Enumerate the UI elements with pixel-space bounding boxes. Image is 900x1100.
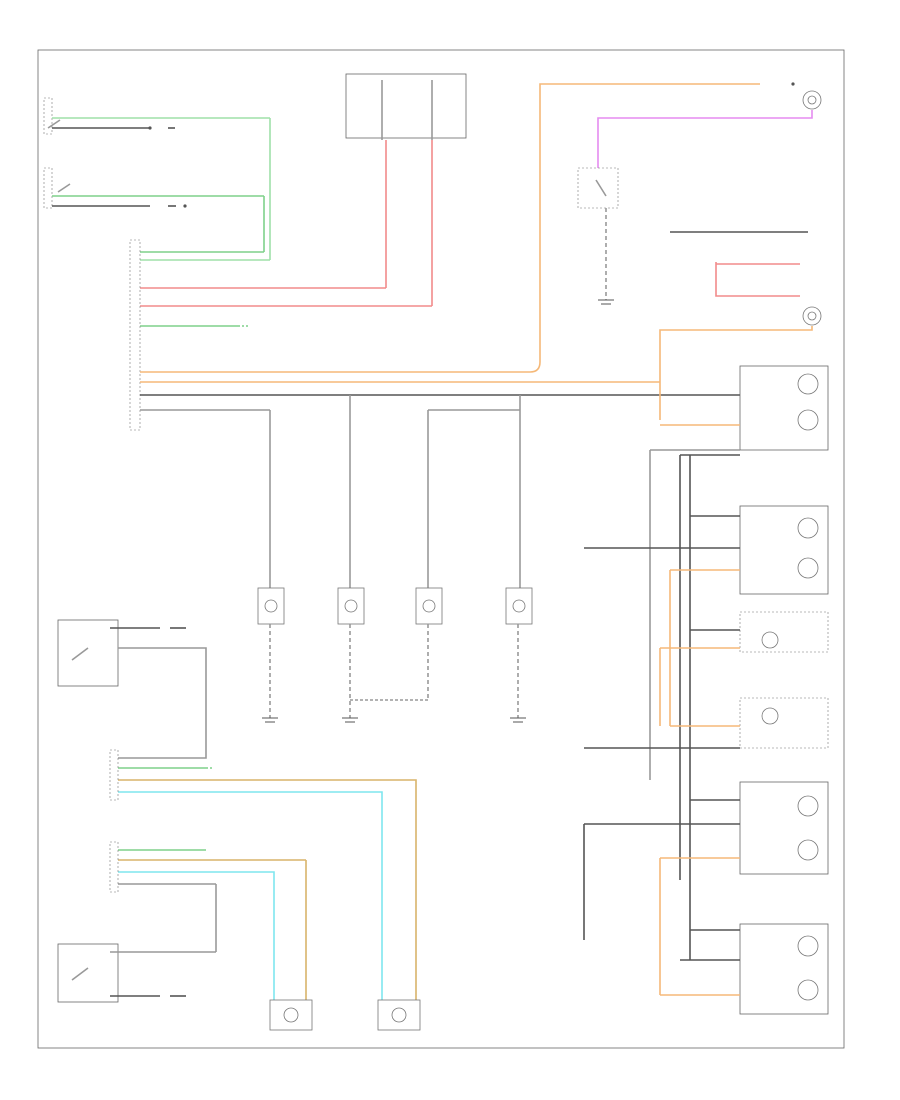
dome-switch bbox=[577, 167, 619, 209]
right-rear-door-switch bbox=[43, 167, 264, 209]
left-front-courtesy-reading-lamp bbox=[739, 505, 829, 595]
body-control-module bbox=[129, 239, 141, 431]
fuse-block bbox=[345, 73, 467, 139]
left-sunshade-2 bbox=[739, 697, 829, 749]
right-rear-courtesy-reading-lamp bbox=[739, 923, 829, 1015]
driver-door-switch bbox=[57, 943, 119, 1003]
right-front-courtesy-reading-lamp bbox=[739, 781, 829, 875]
center-lamps bbox=[257, 395, 533, 723]
front-passenger-door-switch bbox=[57, 619, 119, 687]
driver-door-module bbox=[109, 841, 119, 893]
dome-lamp bbox=[802, 90, 822, 110]
diagram-frame bbox=[37, 49, 845, 1049]
left-sunshade bbox=[739, 611, 829, 653]
left-rear-door-switch bbox=[43, 97, 270, 135]
passenger-door-module bbox=[109, 749, 119, 801]
rear-reading-lamp-1 bbox=[739, 365, 829, 451]
